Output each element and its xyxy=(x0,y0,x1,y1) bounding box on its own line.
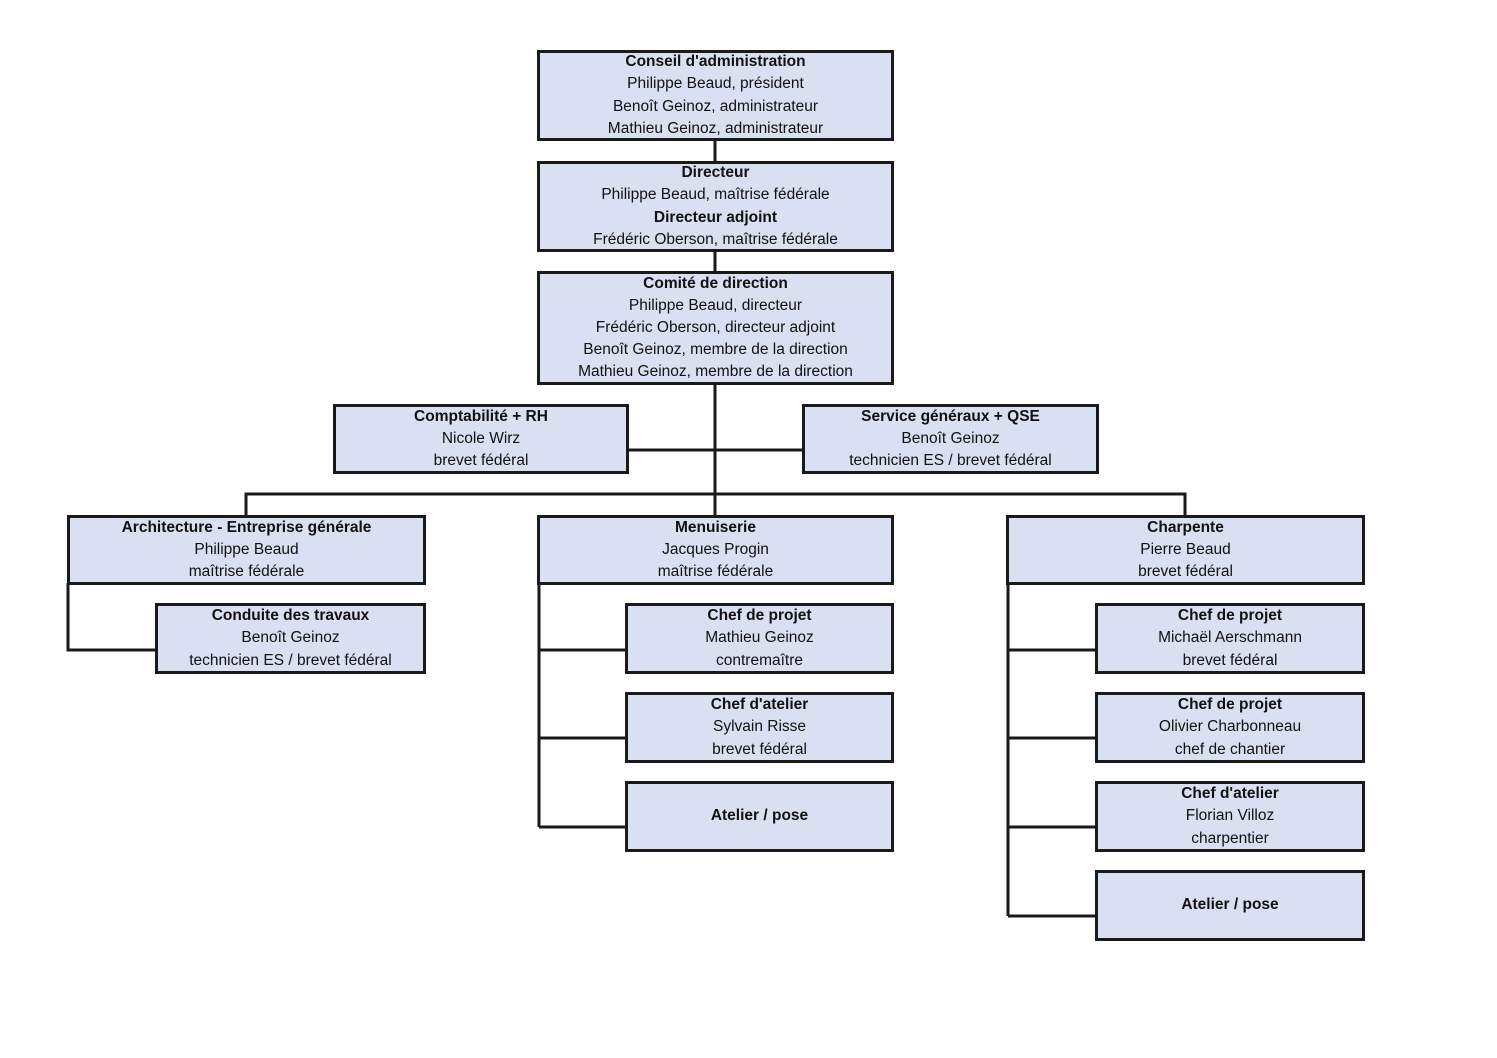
box-line: Sylvain Risse xyxy=(712,718,807,736)
box-line: Florian Villoz xyxy=(1185,807,1275,825)
box-menuiserie-atelier-pose: Atelier / pose xyxy=(625,781,894,852)
box-line: Philippe Beaud, maîtrise fédérale xyxy=(601,186,830,204)
box-charpente-atelier-pose: Atelier / pose xyxy=(1095,870,1365,941)
box-title: Menuiserie xyxy=(675,518,756,536)
box-title: Conduite des travaux xyxy=(211,607,370,625)
box-title: Directeur adjoint xyxy=(653,208,778,226)
box-line: Philippe Beaud, directeur xyxy=(628,296,803,314)
box-title: Directeur xyxy=(681,164,750,182)
box-title: Atelier / pose xyxy=(1181,896,1279,914)
box-service-generaux-qse: Service généraux + QSE Benoît Geinoz techn… xyxy=(802,404,1099,474)
box-line: Frédéric Oberson, maîtrise fédérale xyxy=(593,230,838,248)
box-line: Benoît Geinoz xyxy=(901,429,1000,447)
box-line: contremaître xyxy=(715,651,803,669)
box-line: Nicole Wirz xyxy=(441,429,521,447)
box-line: Mathieu Geinoz xyxy=(705,629,814,647)
box-title: Comptabilité + RH xyxy=(414,407,548,425)
box-title: Chef d'atelier xyxy=(1181,785,1279,803)
box-line: Pierre Beaud xyxy=(1140,540,1231,558)
box-line: Olivier Charbonneau xyxy=(1158,718,1302,736)
box-comptabilite-rh: Comptabilité + RH Nicole Wirz brevet fédér… xyxy=(333,404,629,474)
box-line: Philippe Beaud xyxy=(194,540,299,558)
box-title: Chef de projet xyxy=(1177,607,1283,625)
box-line: brevet fédéral xyxy=(712,740,807,758)
box-line: brevet fédéral xyxy=(1138,563,1233,581)
box-line: technicien ES / brevet fédéral xyxy=(849,452,1052,470)
box-line: Benoît Geinoz, membre de la direction xyxy=(583,341,848,359)
box-line: maîtrise fédérale xyxy=(188,563,305,581)
box-line: Benoît Geinoz, administrateur xyxy=(612,97,819,115)
box-title: Chef de projet xyxy=(1177,696,1283,714)
box-line: Mathieu Geinoz, administrateur xyxy=(607,119,824,137)
box-title: Charpente xyxy=(1147,518,1224,536)
box-title: Service généraux + QSE xyxy=(861,407,1040,425)
box-line: Benoît Geinoz xyxy=(241,629,340,647)
box-line: Philippe Beaud, président xyxy=(627,75,804,93)
department-bus xyxy=(244,492,1187,517)
box-title: Architecture - Entreprise générale xyxy=(121,518,372,536)
box-line: Michaël Aerschmann xyxy=(1158,629,1302,647)
box-line: Mathieu Geinoz, membre de la direction xyxy=(578,363,853,381)
box-title: Conseil d'administration xyxy=(625,53,806,71)
box-line: chef de chantier xyxy=(1174,740,1286,758)
box-line: maîtrise fédérale xyxy=(657,563,774,581)
box-line: Jacques Progin xyxy=(662,540,769,558)
box-title: Chef de projet xyxy=(707,607,812,625)
box-line: brevet fédéral xyxy=(433,452,529,470)
box-line: brevet fédéral xyxy=(1182,651,1278,669)
box-line: technicien ES / brevet fédéral xyxy=(189,651,392,669)
box-title: Atelier / pose xyxy=(710,807,809,825)
box-title: Comité de direction xyxy=(643,274,788,292)
box-title: Chef d'atelier xyxy=(710,696,809,714)
box-line: charpentier xyxy=(1191,829,1269,847)
box-line: Frédéric Oberson, directeur adjoint xyxy=(595,318,836,336)
architecture-branch xyxy=(66,583,157,652)
